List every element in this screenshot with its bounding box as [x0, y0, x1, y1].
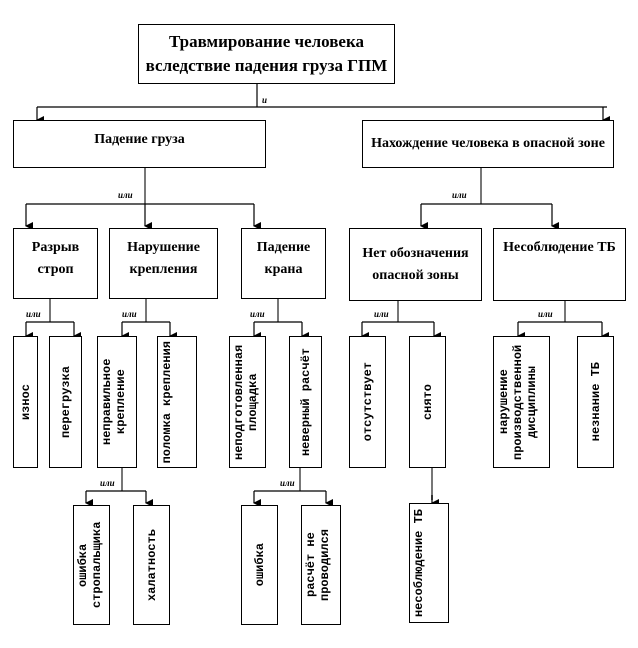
event-wrong-calculation-label: неверный расчёт — [298, 347, 313, 457]
event-fastening-breakage: поломка крепления — [157, 336, 197, 468]
event-slinger-error-label: ошибка стропальщика — [75, 521, 104, 609]
event-negligence: халатность — [133, 505, 170, 625]
event-removed: снято — [409, 336, 446, 468]
event-safety-ignorance: незнание ТБ — [577, 336, 614, 468]
or-gate-label: или — [452, 190, 467, 200]
root-event-label: Травмирование человека вследствие падени… — [145, 32, 388, 75]
or-gate-label: или — [374, 309, 389, 319]
event-calculation-not-done: расчёт не проводился — [301, 505, 341, 625]
event-wrong-calculation: неверный расчёт — [289, 336, 322, 468]
or-gate-label: или — [100, 478, 115, 488]
event-removed-label: снято — [420, 383, 435, 420]
event-safety-ignorance-label: незнание ТБ — [588, 362, 603, 442]
event-error-label: ошибка — [252, 543, 267, 587]
event-unprepared-site-label: неподготовленная площадка — [231, 344, 260, 460]
event-wear-label: износ — [18, 383, 33, 420]
event-fastening-violation: Нарушение крепления — [109, 228, 218, 299]
event-slinger-error: ошибка стропальщика — [73, 505, 110, 625]
event-fastening-breakage-label: поломка крепления — [160, 340, 174, 464]
event-unprepared-site: неподготовленная площадка — [229, 336, 266, 468]
event-absent-label: отсутствует — [360, 362, 375, 442]
event-fastening-violation-label: Нарушение крепления — [127, 240, 200, 277]
event-discipline-violation-label: нарушение производственной дисциплины — [496, 344, 539, 460]
or-gate-label: или — [250, 309, 265, 319]
event-negligence-label: халатность — [144, 528, 159, 601]
or-gate-label: или — [538, 309, 553, 319]
event-incorrect-fastening: неправильное крепление — [97, 336, 137, 468]
event-falling-load: Падение груза — [13, 120, 266, 168]
event-person-in-danger-zone-label: Нахождение человека в опасной зоне — [371, 136, 605, 151]
event-safety-noncompliance: Несоблюдение ТБ — [493, 228, 626, 301]
event-overload-label: перегрузка — [58, 365, 73, 438]
event-calculation-not-done-label: расчёт не проводился — [304, 529, 332, 602]
and-gate-label: и — [262, 95, 268, 105]
root-event: Травмирование человека вследствие падени… — [138, 24, 395, 84]
or-gate-label: или — [118, 190, 133, 200]
or-gate-label: или — [280, 478, 295, 488]
event-no-danger-zone-marking-label: Нет обозначения опасной зоны — [362, 245, 469, 283]
or-gate-label: или — [26, 309, 41, 319]
event-safety-violation: несоблюдение ТБ — [409, 503, 449, 623]
event-crane-fall-label: Падение крана — [256, 240, 311, 277]
event-overload: перегрузка — [49, 336, 82, 468]
event-falling-load-label: Падение груза — [94, 132, 185, 147]
event-sling-break-label: Разрыв строп — [31, 240, 80, 277]
event-incorrect-fastening-label: неправильное крепление — [100, 358, 128, 446]
event-discipline-violation: нарушение производственной дисциплины — [493, 336, 550, 468]
event-sling-break: Разрыв строп — [13, 228, 98, 299]
event-absent: отсутствует — [349, 336, 386, 468]
event-person-in-danger-zone: Нахождение человека в опасной зоне — [362, 120, 614, 168]
event-no-danger-zone-marking: Нет обозначения опасной зоны — [349, 228, 482, 301]
event-wear: износ — [13, 336, 38, 468]
event-error: ошибка — [241, 505, 278, 625]
event-safety-noncompliance-label: Несоблюдение ТБ — [503, 240, 616, 255]
event-safety-violation-label: несоблюдение ТБ — [412, 508, 426, 618]
event-crane-fall: Падение крана — [241, 228, 326, 299]
or-gate-label: или — [122, 309, 137, 319]
